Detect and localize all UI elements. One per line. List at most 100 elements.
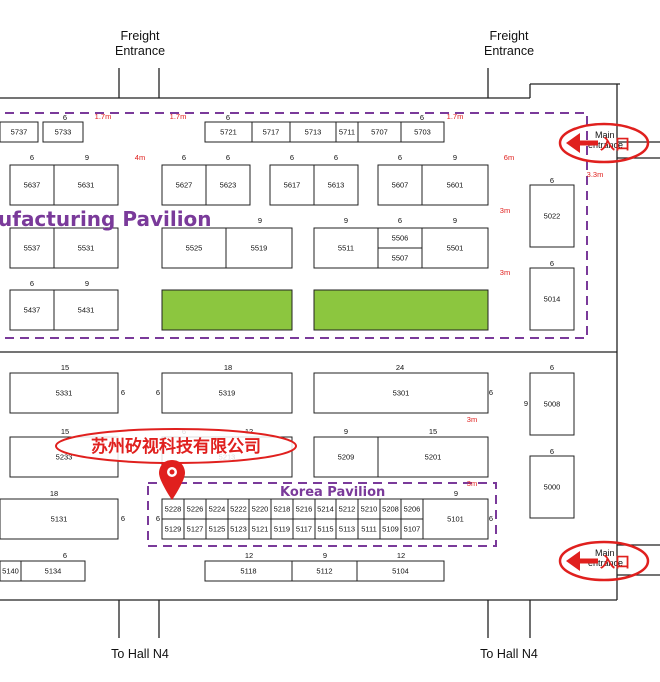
booth-number: 5721 [220,128,237,137]
booth-5613[interactable]: 5613 [313,164,359,206]
booth-5711[interactable]: 5711 [335,121,359,143]
booth-5637[interactable]: 5637 [9,164,55,206]
booth-number: 5601 [447,181,464,190]
booth-5224[interactable]: 5224 [205,498,229,520]
reserved-green-area [313,289,489,331]
booth-number: 5115 [317,525,333,534]
booth-5111[interactable]: 5111 [357,518,381,540]
booth-5301[interactable]: 5301 [313,372,489,414]
booth-5216[interactable]: 5216 [292,498,316,520]
booth-5537[interactable]: 5537 [9,227,55,269]
to-hall-label-left: To Hall N4 [111,647,169,661]
booth-5627[interactable]: 5627 [161,164,207,206]
dimension-label: 9 [453,153,457,162]
company-name: 苏州矽视科技有限公司 [91,436,261,457]
booth-5117[interactable]: 5117 [292,518,316,540]
booth-5208[interactable]: 5208 [379,498,402,520]
booth-5112[interactable]: 5112 [291,560,358,582]
booth-5319[interactable]: 5319 [161,372,293,414]
dimension-label: 15 [61,427,69,436]
booth-5113[interactable]: 5113 [335,518,359,540]
dimension-label: 6 [334,153,338,162]
booth-5000[interactable]: 5000 [529,455,575,519]
entrance-highlight-ring [558,540,650,582]
booth-5212[interactable]: 5212 [335,498,359,520]
dimension-label: 18 [224,363,232,372]
booth-number: 5107 [404,525,421,534]
booth-5506[interactable]: 5506 [377,227,423,249]
booth-5134[interactable]: 5134 [20,560,86,582]
booth-5623[interactable]: 5623 [205,164,251,206]
booth-5014[interactable]: 5014 [529,267,575,331]
booth-number: 5113 [339,525,355,534]
booth-5022[interactable]: 5022 [529,184,575,248]
booth-5531[interactable]: 5531 [53,227,119,269]
booth-5707[interactable]: 5707 [357,121,402,143]
booth-number: 5218 [274,505,291,514]
booth-5125[interactable]: 5125 [205,518,229,540]
booth-outline [529,455,575,519]
booth-5228[interactable]: 5228 [161,498,185,520]
booth-number: 5301 [393,389,410,398]
dimension-label: 6 [398,153,402,162]
booth-5118[interactable]: 5118 [204,560,293,582]
korea-pavilion-area [147,482,497,547]
dimension-label: 15 [429,427,437,436]
booth-5607[interactable]: 5607 [377,164,423,206]
booth-5101[interactable]: 5101 [422,498,489,540]
booth-5222[interactable]: 5222 [227,498,250,520]
booth-5717[interactable]: 5717 [251,121,291,143]
booth-5617[interactable]: 5617 [269,164,315,206]
booth-outline [53,164,119,206]
booth-5131[interactable]: 5131 [0,498,119,540]
booth-5119[interactable]: 5119 [270,518,294,540]
booth-5703[interactable]: 5703 [400,121,445,143]
company-callout: 苏州矽视科技有限公司 [55,428,297,500]
booth-5437[interactable]: 5437 [9,289,55,331]
booth-5210[interactable]: 5210 [357,498,381,520]
booth-5129[interactable]: 5129 [161,518,185,540]
booth-5226[interactable]: 5226 [183,498,207,520]
booth-5501[interactable]: 5501 [421,227,489,269]
dimension-label: 12 [397,551,405,560]
dimension-label: 6 [420,113,424,122]
booth-5431[interactable]: 5431 [53,289,119,331]
booth-5206[interactable]: 5206 [400,498,424,520]
dimension-label: 24 [396,363,404,372]
booth-5209[interactable]: 5209 [313,436,379,478]
booth-outline [9,227,55,269]
booth-5008[interactable]: 5008 [529,372,575,436]
booth-outline [421,164,489,206]
aisle-width-label: 6m [504,153,514,162]
booth-5214[interactable]: 5214 [314,498,337,520]
booth-5721[interactable]: 5721 [204,121,253,143]
booth-number: 5507 [392,254,409,263]
booth-5121[interactable]: 5121 [248,518,272,540]
entrance-cn-label-bottom: 入口 [600,553,630,571]
booth-5123[interactable]: 5123 [227,518,250,540]
booth-5525[interactable]: 5525 [161,227,227,269]
booth-5737[interactable]: 5737 [0,121,39,143]
booth-5109[interactable]: 5109 [379,518,402,540]
booth-5220[interactable]: 5220 [248,498,272,520]
booth-5733[interactable]: 5733 [42,121,84,143]
booth-5507[interactable]: 5507 [377,247,423,269]
reserved-areas [161,289,489,331]
booth-5127[interactable]: 5127 [183,518,207,540]
booth-5107[interactable]: 5107 [400,518,424,540]
booth-5713[interactable]: 5713 [289,121,337,143]
booth-5115[interactable]: 5115 [314,518,337,540]
booth-5218[interactable]: 5218 [270,498,294,520]
booth-5511[interactable]: 5511 [313,227,379,269]
aisle-width-label: 3m [467,415,477,424]
booth-number: 5531 [78,244,95,253]
booth-5201[interactable]: 5201 [377,436,489,478]
booth-5104[interactable]: 5104 [356,560,445,582]
booth-5331[interactable]: 5331 [9,372,119,414]
booth-5601[interactable]: 5601 [421,164,489,206]
booth-5631[interactable]: 5631 [53,164,119,206]
booth-5519[interactable]: 5519 [225,227,293,269]
booth-5140[interactable]: 5140 [0,560,22,582]
